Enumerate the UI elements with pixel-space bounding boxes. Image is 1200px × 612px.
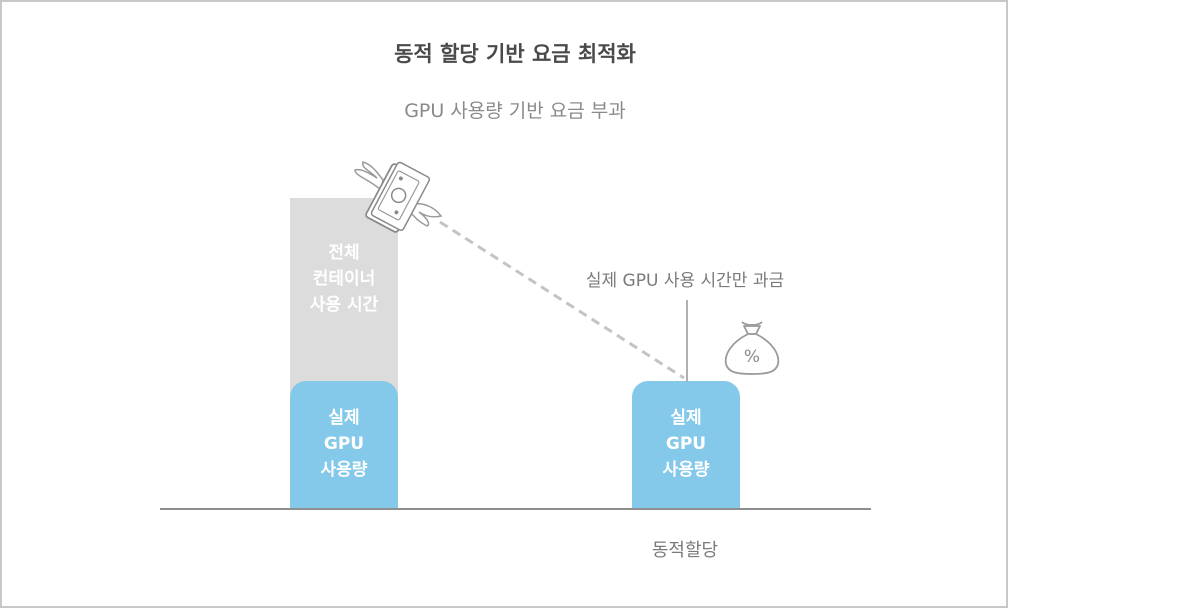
total-bar-label-line-1: 전체 (328, 243, 360, 263)
total-bar-label-line-2: 컨테이너 (312, 269, 376, 289)
money-bag-percent-symbol: % (744, 347, 760, 367)
right-gpu-usage-bar (632, 381, 740, 510)
diagram-subtitle: GPU 사용량 기반 요금 부과 (404, 100, 626, 122)
right-gpu-label-line-3: 사용량 (662, 460, 710, 480)
left-gpu-label-line-2: GPU (323, 434, 365, 454)
total-bar-label-line-3: 사용 시간 (309, 295, 379, 315)
left-gpu-usage-bar (290, 381, 398, 510)
dashed-connector (439, 220, 685, 380)
money-bag-icon: % (724, 321, 780, 375)
diagram-title: 동적 할당 기반 요금 최적화 (394, 42, 636, 66)
right-gpu-label-line-2: GPU (665, 434, 707, 454)
left-gpu-label-line-1: 실제 (328, 408, 360, 428)
left-gpu-usage-label: 실제 GPU 사용량 (290, 405, 398, 483)
right-gpu-usage-label: 실제 GPU 사용량 (632, 405, 740, 483)
billing-annotation: 실제 GPU 사용 시간만 과금 (585, 271, 785, 291)
annotation-leader-line (686, 300, 688, 382)
right-gpu-label-line-1: 실제 (670, 408, 702, 428)
diagram-frame (0, 0, 1008, 608)
flying-money-icon (354, 161, 443, 233)
total-container-time-label: 전체 컨테이너 사용 시간 (290, 240, 398, 318)
left-gpu-label-line-3: 사용량 (320, 460, 368, 480)
baseline-axis (160, 508, 871, 510)
category-label-dynamic: 동적할당 (651, 540, 719, 561)
